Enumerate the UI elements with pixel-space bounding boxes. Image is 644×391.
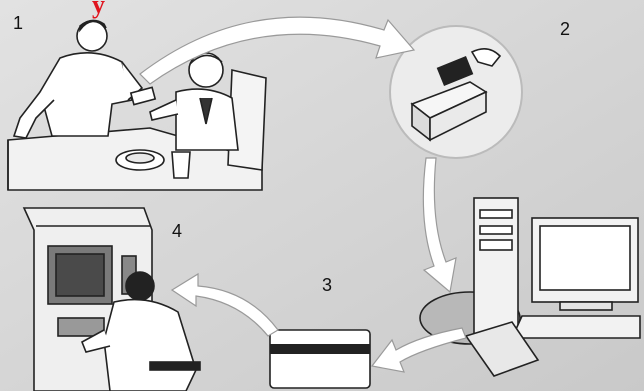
keyboard xyxy=(512,316,640,338)
drive-bay-1 xyxy=(480,210,512,218)
monitor-stand xyxy=(560,302,612,310)
top-partial-red-text: y xyxy=(92,0,105,18)
step-number-4: 4 xyxy=(172,222,182,240)
drive-bay-2 xyxy=(480,226,512,234)
glass xyxy=(172,152,190,178)
atm-user-belt xyxy=(150,362,200,370)
step-number-2: 2 xyxy=(560,20,570,38)
card-body xyxy=(270,330,370,388)
step-number-3: 3 xyxy=(322,276,332,294)
magnetic-stripe xyxy=(270,344,370,354)
drive-bay-3 xyxy=(480,240,512,250)
atm-user-head xyxy=(126,272,154,300)
plate-inner xyxy=(126,153,154,163)
monitor-screen xyxy=(540,226,630,290)
atm-screen xyxy=(56,254,104,296)
magnetic-card xyxy=(270,330,370,388)
step-number-1: 1 xyxy=(13,14,23,32)
